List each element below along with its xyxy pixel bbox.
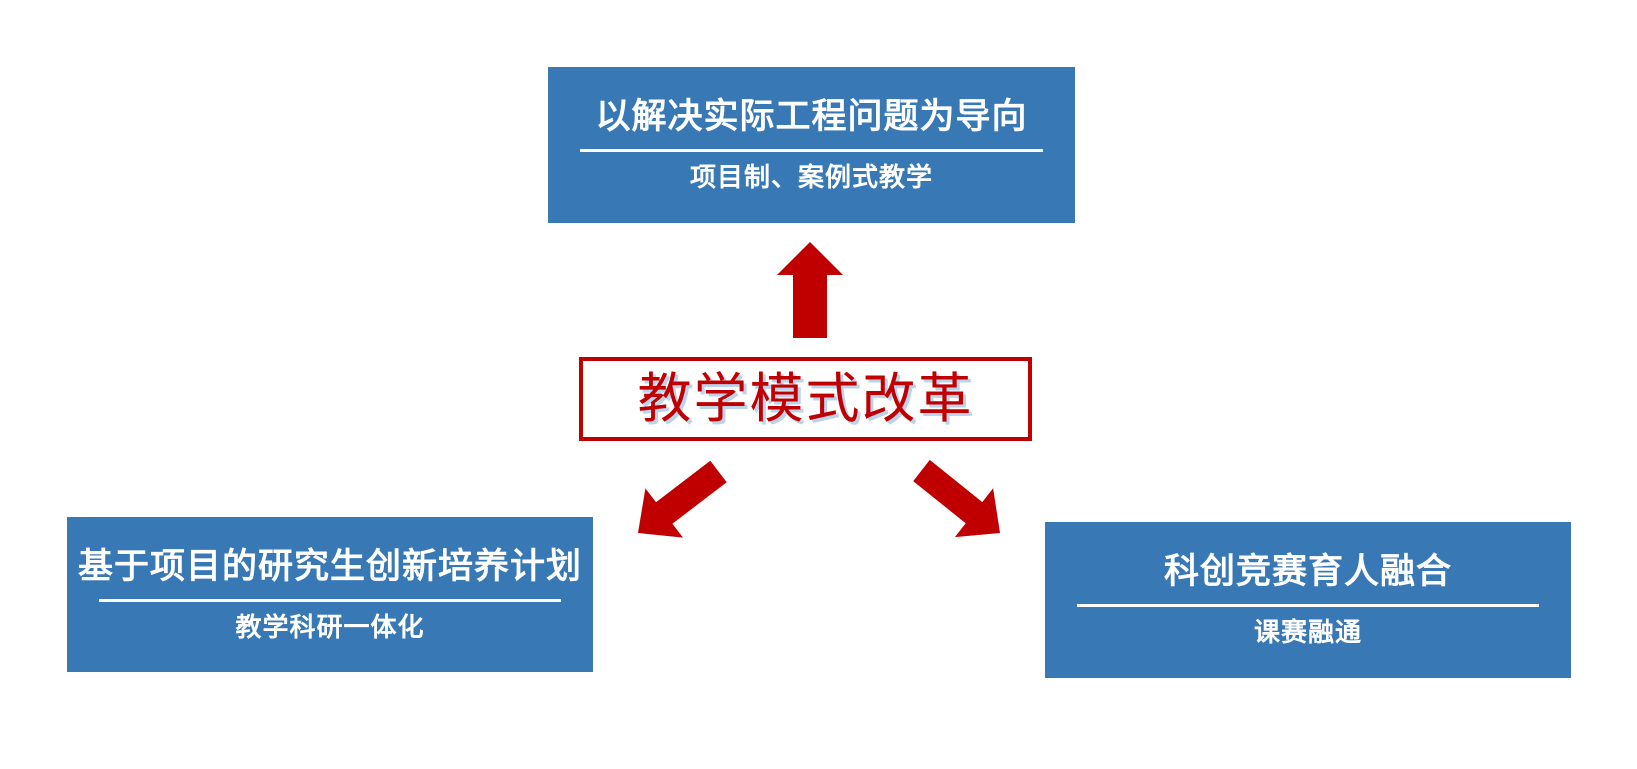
top-box-title: 以解决实际工程问题为导向 — [595, 97, 1028, 137]
arrow-down-left-icon — [638, 460, 727, 538]
bottom-left-box-divider — [98, 598, 562, 602]
bottom-right-box-title: 科创竞赛育人融合 — [1163, 552, 1452, 592]
top-box-subtitle: 项目制、案例式教学 — [689, 162, 933, 193]
top-box: 以解决实际工程问题为导向 项目制、案例式教学 — [548, 67, 1075, 223]
bottom-right-box-divider — [1076, 604, 1540, 608]
bottom-right-box: 科创竞赛育人融合 课赛融通 — [1045, 522, 1571, 678]
bottom-left-box-title: 基于项目的研究生创新培养计划 — [77, 546, 582, 586]
top-box-divider — [579, 149, 1044, 153]
arrow-up-icon — [777, 242, 843, 338]
center-box-label: 教学模式改革 — [637, 369, 974, 429]
arrow-down-right-icon — [913, 459, 1000, 538]
bottom-right-box-subtitle: 课赛融通 — [1253, 617, 1362, 648]
center-box: 教学模式改革 — [579, 357, 1032, 441]
bottom-left-box: 基于项目的研究生创新培养计划 教学科研一体化 — [67, 517, 593, 672]
bottom-left-box-subtitle: 教学科研一体化 — [235, 611, 425, 642]
